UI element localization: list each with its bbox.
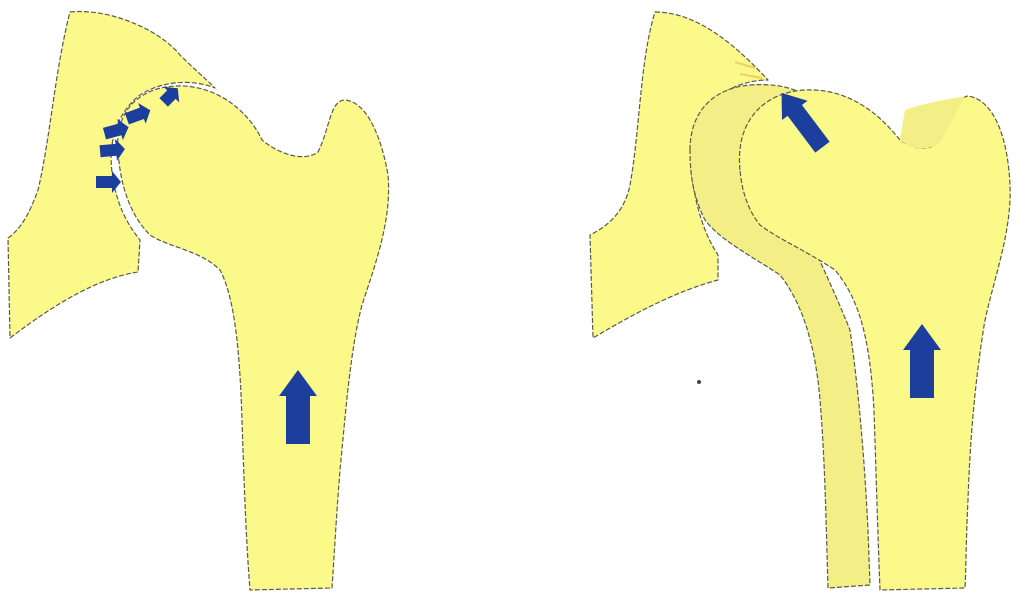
dot-mark <box>697 380 701 384</box>
left-panel <box>8 12 389 590</box>
left-femur <box>118 86 389 590</box>
right-femur <box>739 90 1010 590</box>
right-panel <box>590 12 1010 590</box>
